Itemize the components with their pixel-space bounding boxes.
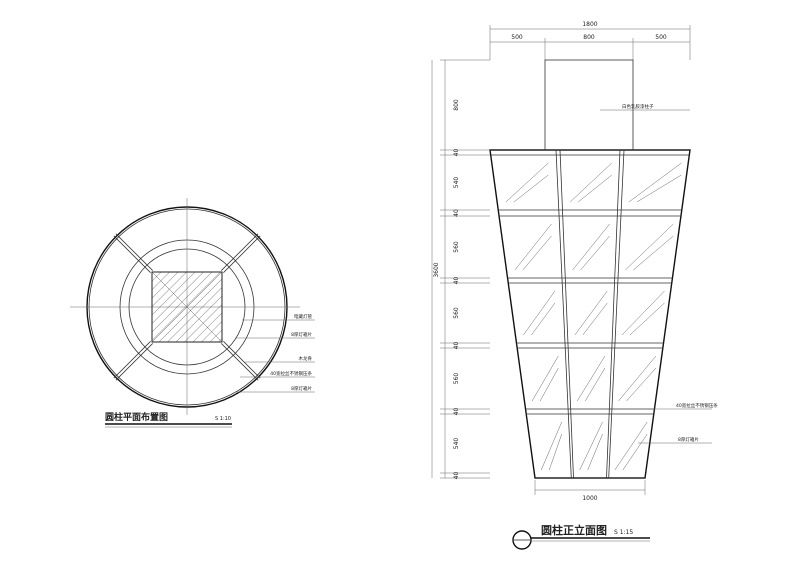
glass-reflection xyxy=(513,174,549,203)
glass-reflection xyxy=(626,367,657,402)
glass-reflection xyxy=(633,235,674,271)
glass-reflection xyxy=(522,235,552,271)
side-dim-label: 40 xyxy=(453,472,460,480)
rib xyxy=(115,343,153,381)
rib xyxy=(221,233,259,271)
rib xyxy=(115,233,153,271)
dim-right: 500 xyxy=(655,34,667,41)
side-dim-label: 40 xyxy=(453,149,460,157)
column-plan: 暗藏灯管 8厚灯箱片 木龙骨 40宽拉丝不锈钢压条 8厚灯箱片 圆柱平面布置图 … xyxy=(70,198,315,428)
dim-left: 500 xyxy=(511,34,523,41)
glass-reflection xyxy=(579,421,603,471)
dim-total-height: 3600 xyxy=(433,262,440,277)
glass-reflection xyxy=(569,162,612,203)
callout-label: 8厚灯箱片 xyxy=(678,436,699,443)
elevation-scale: S 1:15 xyxy=(614,529,633,536)
rib xyxy=(223,235,261,273)
glass-reflection xyxy=(636,174,682,203)
mullion xyxy=(559,149,574,479)
radial-ribs xyxy=(113,233,261,381)
glass-reflection xyxy=(629,302,665,336)
callout-label: 8厚灯箱片 xyxy=(291,385,312,392)
glass-reflection xyxy=(582,302,608,336)
callout-label: 40宽拉丝不锈钢压条 xyxy=(270,370,312,377)
glass-reflection xyxy=(580,235,610,271)
mullion xyxy=(606,149,621,479)
frame-outline xyxy=(489,149,691,479)
glass-reflection xyxy=(539,367,559,402)
upper-column xyxy=(544,59,634,151)
glass-reflection xyxy=(577,355,606,402)
mullion xyxy=(555,149,572,479)
glass-reflection xyxy=(523,290,556,336)
glass-reflection xyxy=(540,421,562,471)
glass-reflection xyxy=(628,162,682,203)
rib xyxy=(113,341,151,379)
rib xyxy=(113,235,151,273)
glass-reflection xyxy=(572,223,610,271)
dim-total-width: 1800 xyxy=(582,21,597,28)
rib xyxy=(221,343,259,381)
glass-reflection xyxy=(531,355,559,402)
glass-reflection xyxy=(625,223,674,271)
glass-reflection xyxy=(614,421,648,471)
lightbox-frame xyxy=(489,149,691,479)
glass-reflection xyxy=(514,223,552,271)
glass-reflection xyxy=(621,290,665,336)
callout-label: 暗藏灯管 xyxy=(294,313,312,320)
side-dim-label: 40 xyxy=(453,277,460,285)
dim-middle: 800 xyxy=(583,34,595,41)
side-dim-label: 560 xyxy=(453,307,460,319)
glass-reflection xyxy=(587,433,603,471)
mullion xyxy=(608,149,625,479)
glass-reflection xyxy=(574,290,608,336)
side-dim-label: 800 xyxy=(453,99,460,111)
side-dim-label: 560 xyxy=(453,373,460,385)
column-elevation: 1800 500 800 500 白色乳胶漆柱子 40宽拉丝不锈钢压条 8厚灯箱… xyxy=(431,21,718,550)
side-dim-label: 40 xyxy=(453,342,460,350)
glass-reflection xyxy=(577,174,612,203)
elevation-title: 圆柱正立面图 xyxy=(541,523,607,537)
section-marker xyxy=(512,530,532,550)
glass-reflection xyxy=(618,355,657,402)
callout-label: 木龙骨 xyxy=(299,355,313,362)
glass-reflection xyxy=(585,367,606,402)
side-dim-label: 540 xyxy=(453,177,460,189)
side-dim-label: 40 xyxy=(453,408,460,416)
callout-label: 40宽拉丝不锈钢压条 xyxy=(676,402,718,409)
side-dim-label: 40 xyxy=(453,209,460,217)
plan-title: 圆柱平面布置图 xyxy=(105,411,168,423)
dim-bottom-width: 1000 xyxy=(582,495,597,502)
glass-reflection xyxy=(505,162,549,203)
callout-label: 白色乳胶漆柱子 xyxy=(622,103,654,110)
plan-scale: S 1:10 xyxy=(215,416,231,422)
glass-reflection xyxy=(531,302,556,336)
rib xyxy=(223,341,261,379)
glass-reflection xyxy=(548,433,562,471)
glass-reflection xyxy=(622,433,648,471)
side-dim-label: 560 xyxy=(453,241,460,253)
callout-label: 8厚灯箱片 xyxy=(291,331,312,338)
side-dim-label: 540 xyxy=(453,438,460,450)
